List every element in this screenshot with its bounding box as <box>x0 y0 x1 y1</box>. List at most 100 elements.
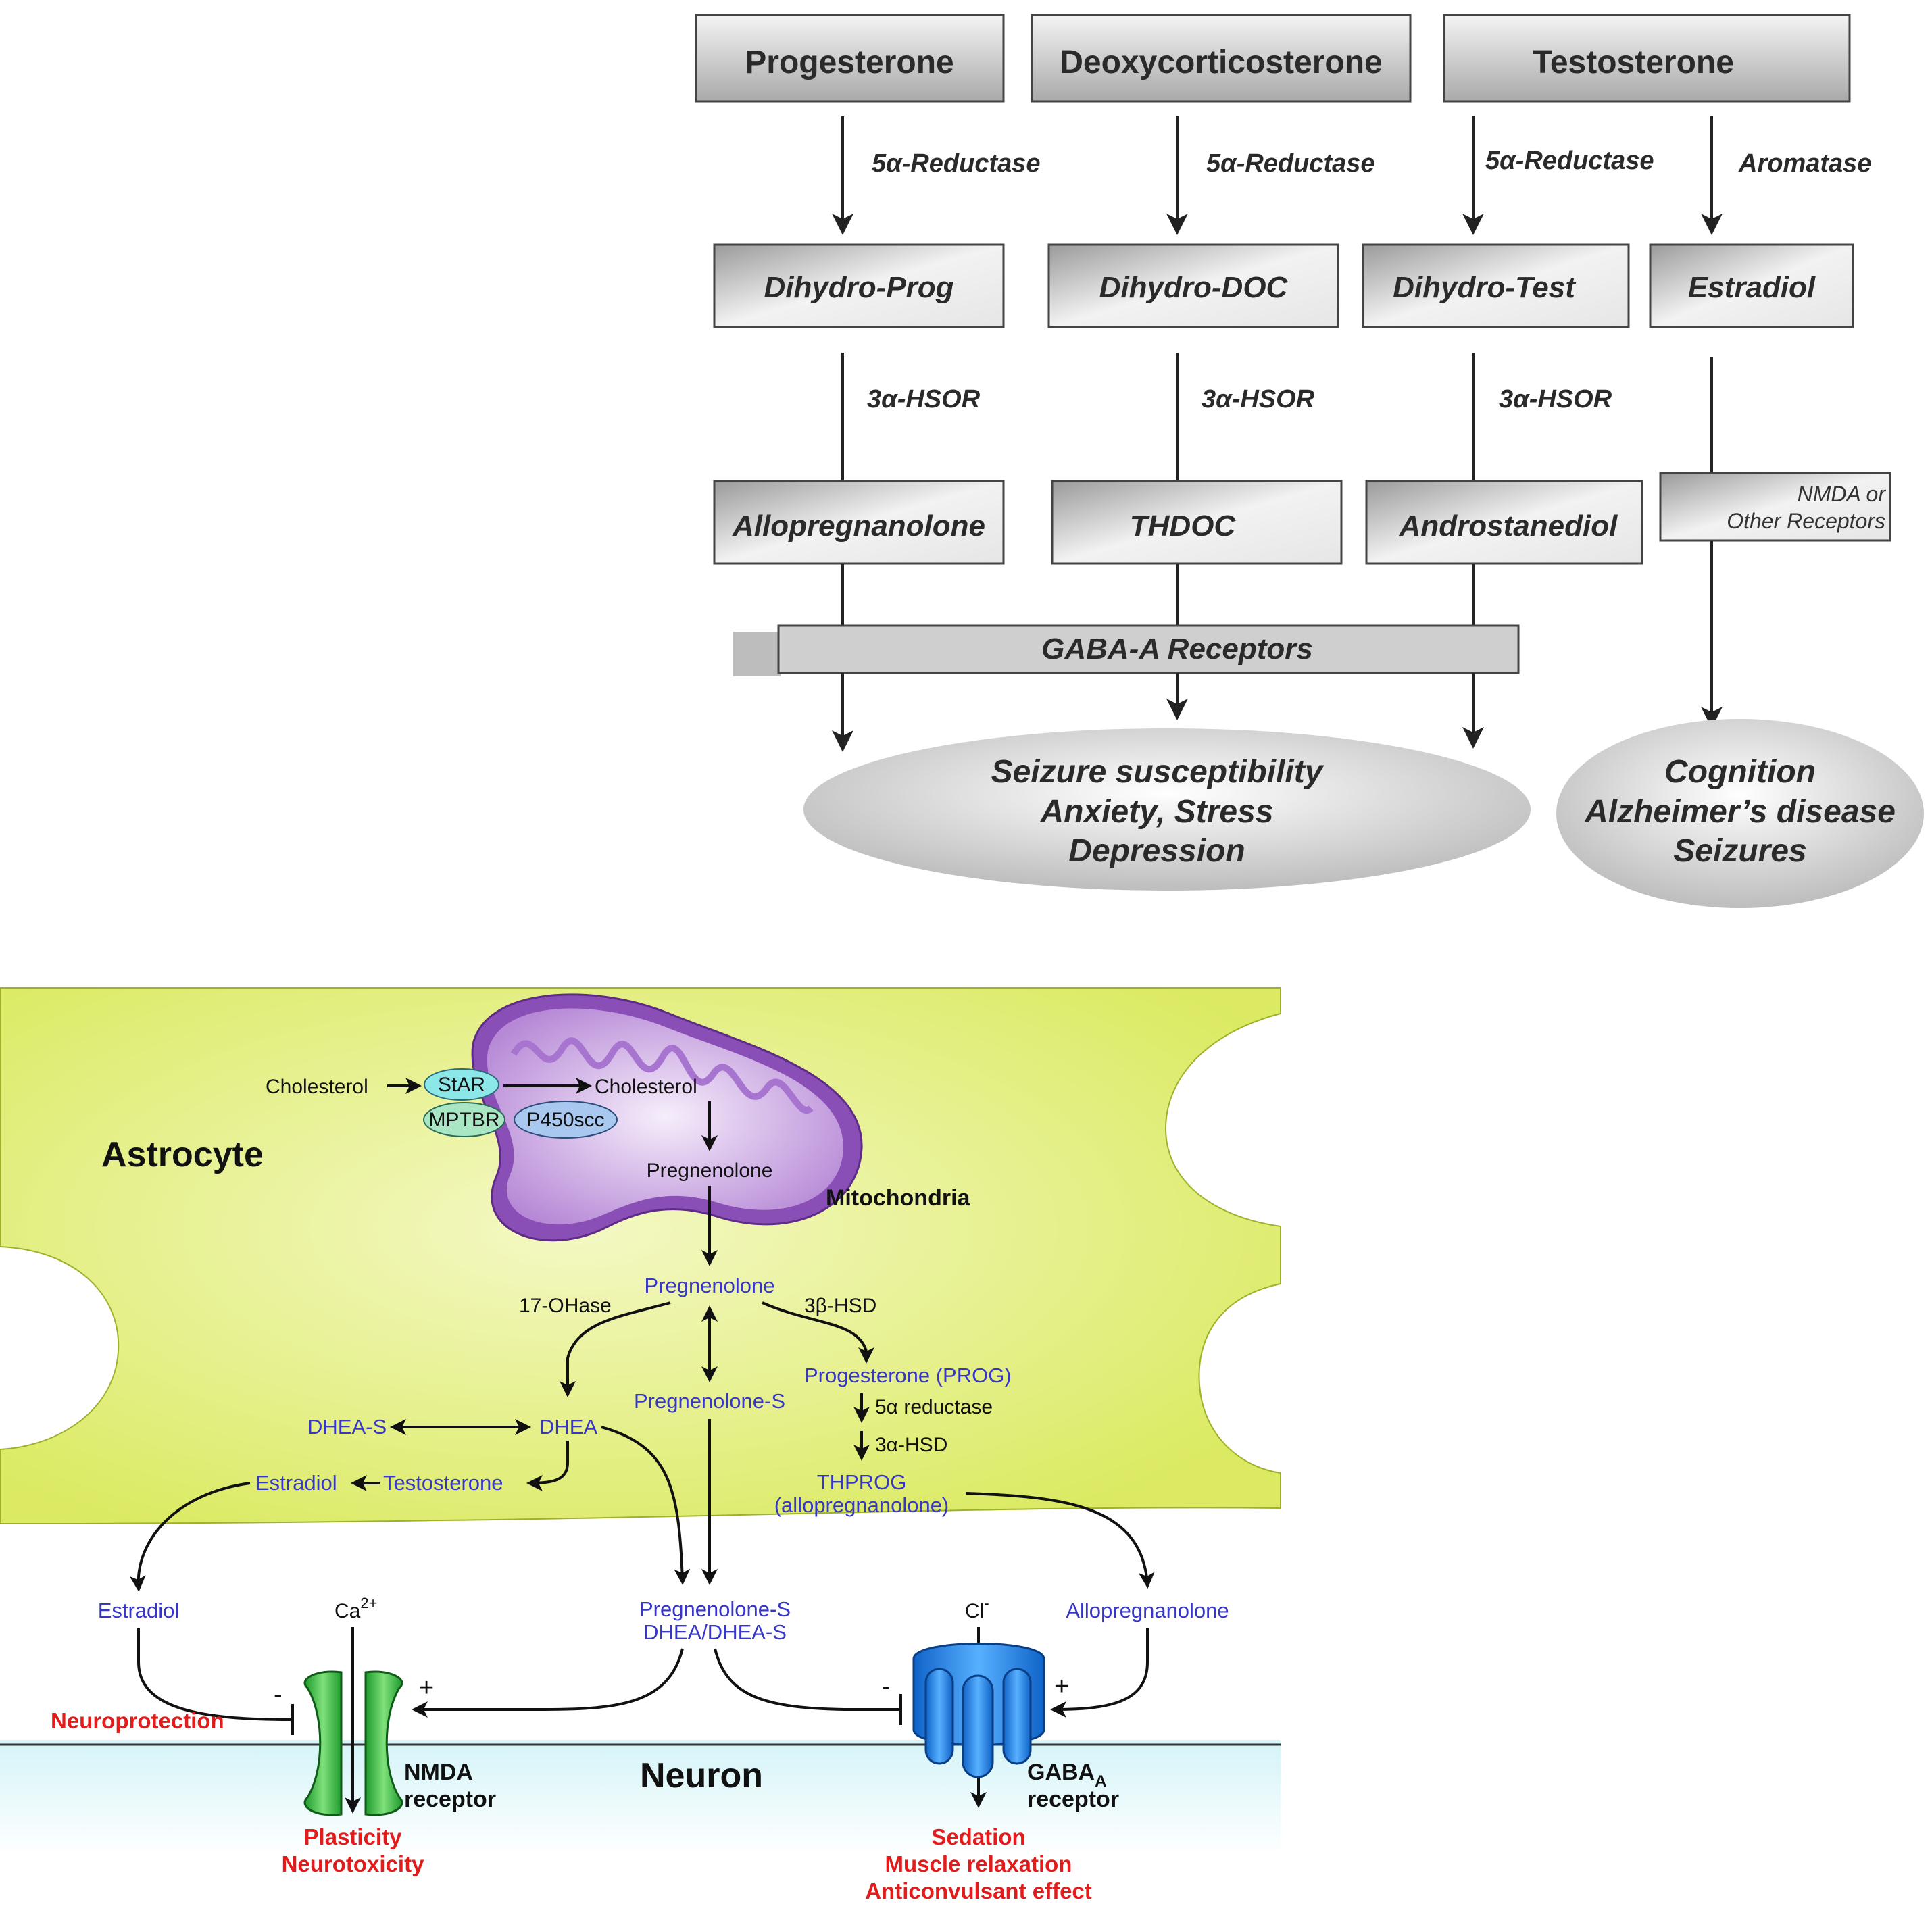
cholesterol-outside-label: Cholesterol <box>266 1076 368 1098</box>
nmda-box-line: NMDA or <box>1798 482 1887 506</box>
gaba-effect: Anticonvulsant effect <box>865 1878 1092 1903</box>
enzyme-label: 5α-Reductase <box>872 149 1041 178</box>
allopregnanolone-outside-label: Allopregnanolone <box>1066 1599 1229 1622</box>
p450scc-label: P450scc <box>526 1109 604 1131</box>
nmda-receptor: NMDA receptor <box>303 1670 496 1816</box>
outcome-line: Anxiety, Stress <box>1039 794 1273 830</box>
product-label: THDOC <box>1130 509 1237 543</box>
astrocyte-cell <box>0 987 1281 1525</box>
neuroprotection-label: Neuroprotection <box>51 1708 224 1733</box>
arrow <box>601 1426 691 1585</box>
nmda-label: NMDA <box>404 1759 473 1785</box>
bottom-cell-diagram: Mitochondria Astrocyte Neuron Cholestero… <box>0 987 1281 1903</box>
pregnenolone-s-outside-label: Pregnenolone-S <box>639 1597 791 1621</box>
thprog-alt-label: (allopregnanolone) <box>774 1493 949 1517</box>
gaba-label: GABAA <box>1027 1759 1106 1791</box>
source-label: Progesterone <box>745 45 953 80</box>
product-label: Androstanediol <box>1399 509 1618 543</box>
activation-arrow <box>412 1648 684 1718</box>
outcome-line: Seizures <box>1673 833 1806 869</box>
gaba-effect: Muscle relaxation <box>885 1851 1072 1876</box>
intermediate-label: Dihydro-DOC <box>1099 271 1289 304</box>
nmda-box-line: Other Receptors <box>1727 509 1885 533</box>
plus-sign: + <box>419 1674 434 1702</box>
dhea-label: DHEA <box>539 1415 597 1439</box>
intermediate-box-dihydro-prog: Dihydro-Prog <box>713 243 1005 328</box>
calcium-label: Ca2+ <box>335 1595 377 1622</box>
intermediate-label: Estradiol <box>1688 271 1816 304</box>
nmda-effect: Neurotoxicity <box>282 1851 425 1876</box>
outcome-ellipse-mood: Seizure susceptibility Anxiety, Stress D… <box>803 728 1531 891</box>
gaba-a-receptor: GABAA receptor <box>912 1643 1119 1812</box>
reductase5a-label: 5α reductase <box>875 1396 993 1418</box>
nmda-effect: Plasticity <box>304 1824 403 1849</box>
intermediate-label: Dihydro-Test <box>1393 271 1577 304</box>
enzyme-label: Aromatase <box>1738 149 1871 178</box>
estradiol-outside-label: Estradiol <box>98 1599 180 1622</box>
gaba-a-receptors-bar: GABA-A Receptors <box>733 624 1520 676</box>
intermediate-box-dihydro-test: Dihydro-Test <box>1362 243 1630 328</box>
outcome-ellipse-cognition: Cognition Alzheimer’s disease Seizures <box>1556 719 1924 908</box>
progesterone-label: Progesterone (PROG) <box>804 1364 1012 1387</box>
neuron-region <box>0 1740 1281 1855</box>
product-label: Allopregnanolone <box>732 509 985 543</box>
mitochondria-label: Mitochondria <box>826 1185 971 1211</box>
minus-sign: - <box>274 1680 282 1709</box>
mptbr-label: MPTBR <box>429 1109 500 1131</box>
gaba-bar-label: GABA-A Receptors <box>1041 632 1313 666</box>
pregnenolone-mito-label: Pregnenolone <box>647 1159 773 1182</box>
pregnenolone-s-label: Pregnenolone-S <box>634 1389 785 1413</box>
minus-sign: - <box>882 1672 891 1701</box>
mptbr-protein: MPTBR <box>423 1102 505 1137</box>
enzyme-label: 3α-HSOR <box>1499 385 1612 414</box>
testosterone-label: Testosterone <box>383 1471 503 1495</box>
enzyme-label: 5α-Reductase <box>1485 147 1654 175</box>
arrow <box>560 1301 671 1397</box>
cholesterol-inside-label: Cholesterol <box>595 1076 697 1098</box>
inhibition-line <box>137 1628 291 1721</box>
source-box-testosterone: Testosterone <box>1443 14 1851 103</box>
estradiol-inside-label: Estradiol <box>255 1471 337 1495</box>
dhea-s-label: DHEA-S <box>307 1415 387 1439</box>
product-box-androstanediol: Androstanediol <box>1365 480 1643 565</box>
enzyme-label: 3α-HSOR <box>867 385 981 414</box>
ohase-label: 17-OHase <box>519 1295 612 1317</box>
hsd3b-label: 3β-HSD <box>804 1295 876 1317</box>
receptor-label: receptor <box>404 1787 496 1812</box>
source-box-progesterone: Progesterone <box>695 14 1005 103</box>
arrow <box>762 1301 874 1364</box>
source-label: Testosterone <box>1533 45 1734 80</box>
mitochondria: Mitochondria <box>471 993 971 1242</box>
activation-arrow <box>1050 1628 1149 1718</box>
outcome-line: Alzheimer’s disease <box>1584 794 1896 830</box>
outcome-line: Cognition <box>1664 754 1816 790</box>
thprog-label: THPROG <box>817 1470 907 1494</box>
star-label: StAR <box>438 1074 485 1096</box>
outcome-line: Depression <box>1068 833 1245 869</box>
neuron-label: Neuron <box>640 1756 763 1795</box>
intermediate-label: Dihydro-Prog <box>764 271 953 304</box>
plus-sign: + <box>1054 1672 1069 1701</box>
bar-shadow <box>733 632 781 676</box>
chloride-label: Cl- <box>965 1595 989 1622</box>
pregnenolone-label: Pregnenolone <box>644 1274 774 1297</box>
outcome-line: Seizure susceptibility <box>991 754 1324 790</box>
source-label: Deoxycorticosterone <box>1060 45 1383 80</box>
enzyme-label: 5α-Reductase <box>1206 149 1375 178</box>
product-box-allopregnanolone: Allopregnanolone <box>713 480 1005 565</box>
inhibition-line <box>714 1648 899 1711</box>
gaba-effect: Sedation <box>931 1824 1025 1849</box>
enzyme-label: 3α-HSOR <box>1202 385 1315 414</box>
arrow <box>966 1492 1155 1589</box>
intermediate-box-dihydro-doc: Dihydro-DOC <box>1047 243 1339 328</box>
arrow <box>129 1482 251 1592</box>
astrocyte-label: Astrocyte <box>101 1135 264 1174</box>
hsd3a-label: 3α-HSD <box>875 1434 947 1456</box>
cristae <box>510 1037 814 1114</box>
arrow <box>526 1441 569 1491</box>
p450scc-protein: P450scc <box>514 1101 618 1139</box>
intermediate-box-estradiol: Estradiol <box>1649 243 1854 328</box>
top-pathway-diagram: Progesterone Deoxycorticosterone Testost… <box>695 14 1924 908</box>
dhea-dheas-outside-label: DHEA/DHEA-S <box>643 1620 787 1644</box>
